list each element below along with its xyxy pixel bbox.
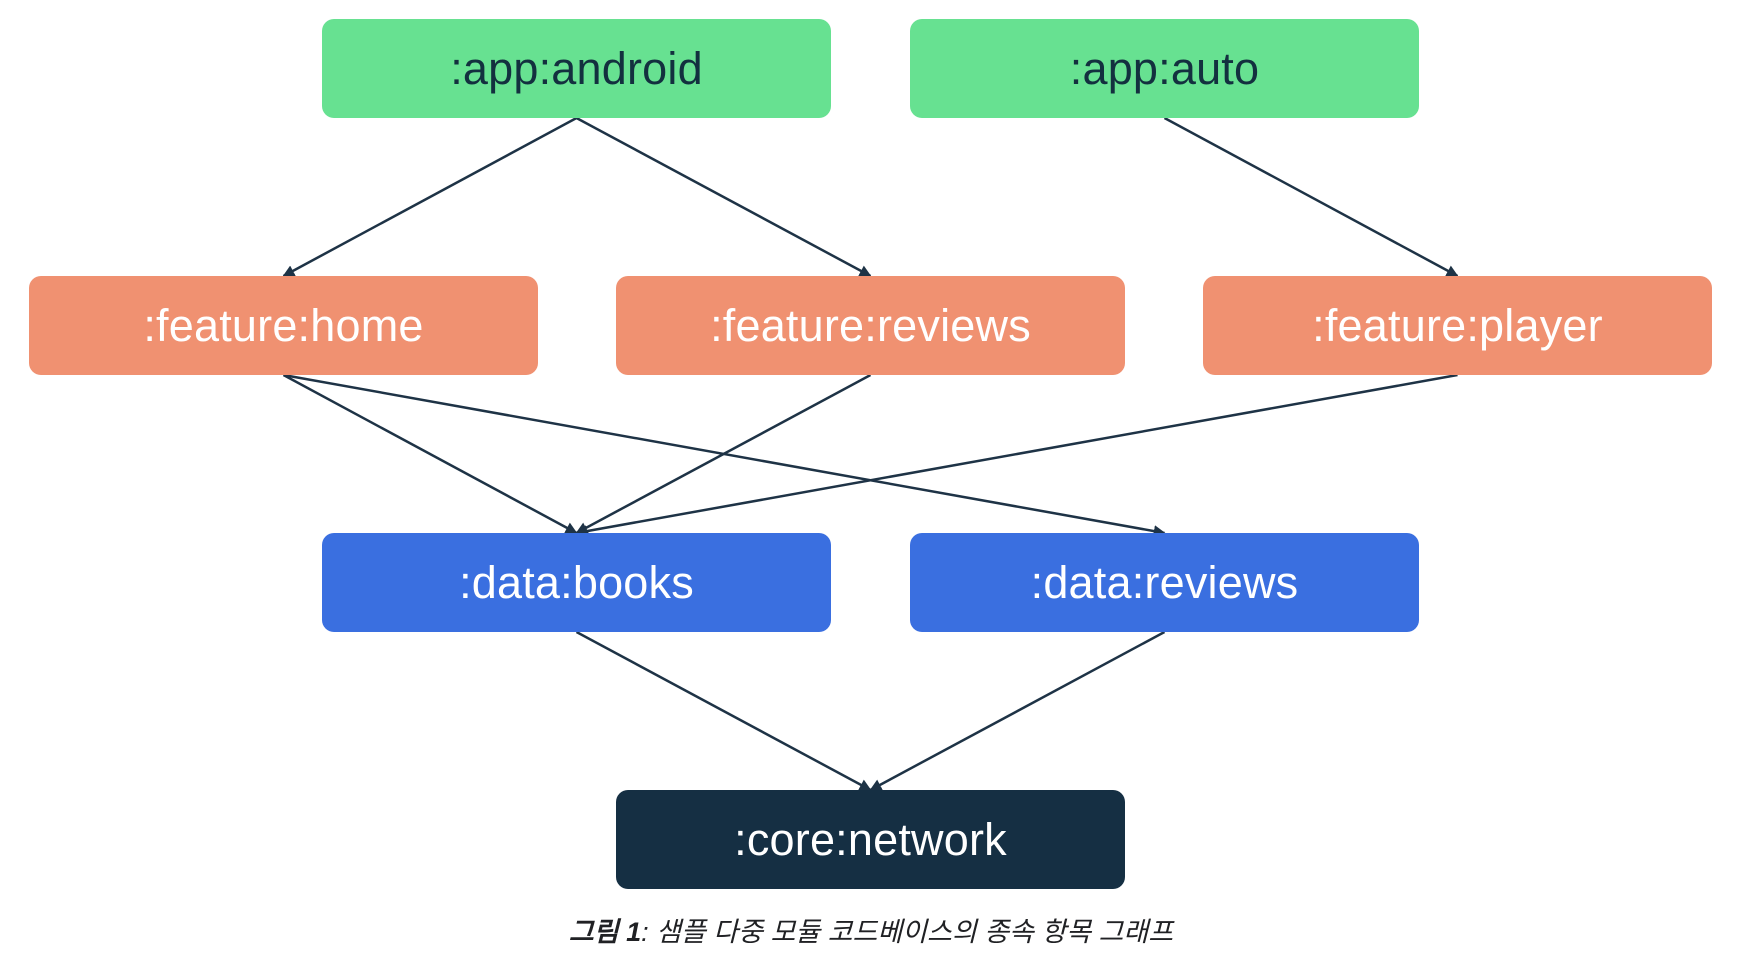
dependency-arrows [282,116,1459,792]
node-feature-player: :feature:player [1203,276,1712,375]
arrow-app-auto-to-feature-player [1163,116,1459,278]
arrow-app-android-to-feature-home [282,116,578,278]
node-data-books: :data:books [322,533,831,632]
node-data-reviews: :data:reviews [910,533,1419,632]
caption-label: 그림 1 [568,917,642,947]
caption-text: : 샘플 다중 모듈 코드베이스의 종속 항목 그래프 [641,917,1174,947]
node-app-auto: :app:auto [910,19,1419,118]
arrow-data-books-to-core-network [575,630,872,792]
module-dependency-graph: :app:android :app:auto :feature:home :fe… [29,19,1712,889]
node-feature-reviews: :feature:reviews [616,276,1125,375]
node-app-android: :app:android [322,19,831,118]
arrow-feature-player-to-data-books [575,373,1458,537]
node-core-network: :core:network [616,790,1125,889]
node-feature-home: :feature:home [29,276,538,375]
figure-caption: 그림 1: 샘플 다중 모듈 코드베이스의 종속 항목 그래프 [0,910,1742,949]
arrow-data-reviews-to-core-network [869,630,1166,792]
arrow-app-android-to-feature-reviews [575,116,872,278]
arrow-feature-home-to-data-books [282,373,578,535]
arrow-feature-reviews-to-data-books [575,373,872,535]
